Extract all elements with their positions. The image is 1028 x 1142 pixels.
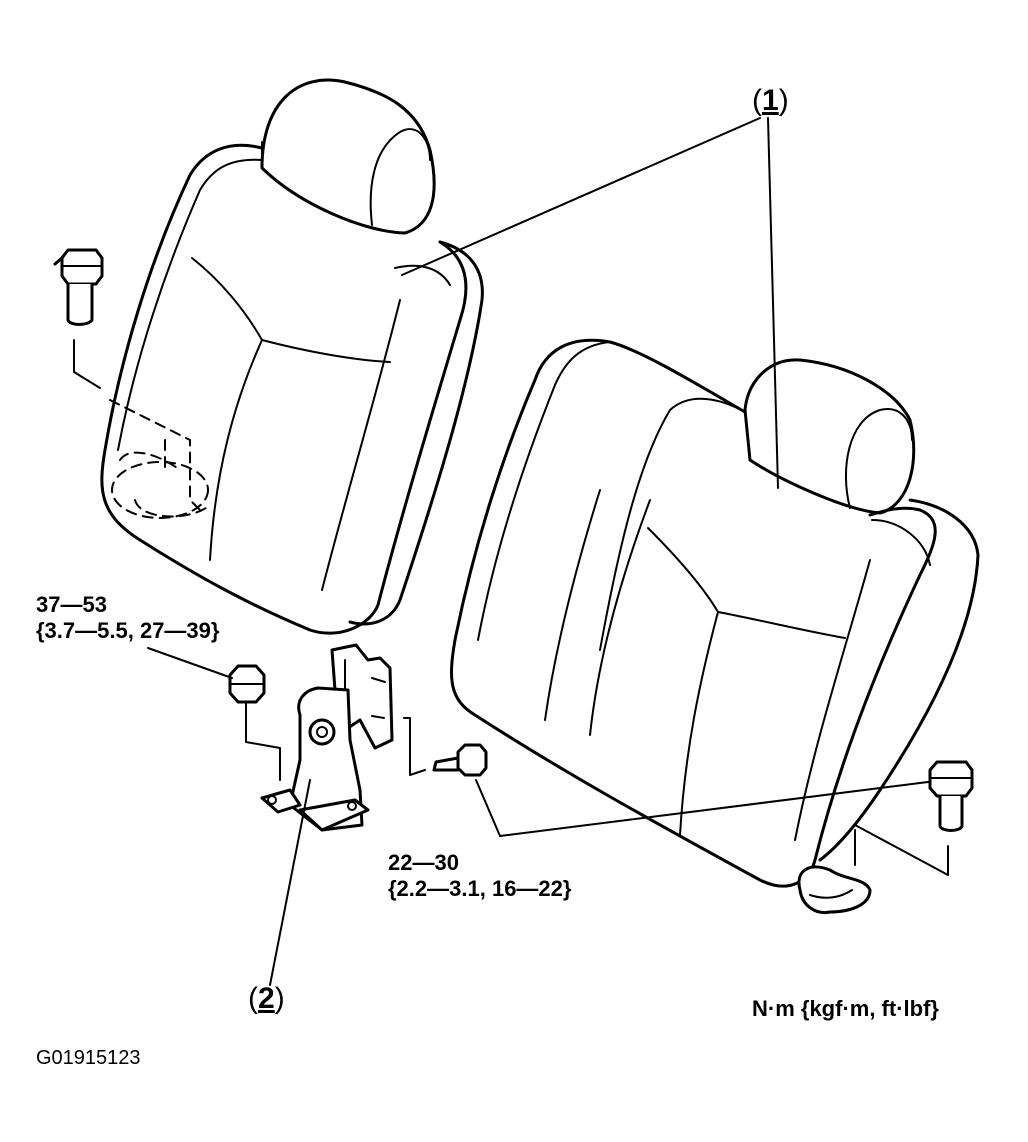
bracket-bolt — [403, 717, 488, 777]
torque-bracket-nut-alt: {3.7—5.5, 27—39} — [36, 618, 220, 643]
callout-bracket-number: 2 — [258, 982, 275, 1015]
leader-lines — [147, 117, 929, 986]
seat-bracket — [260, 643, 394, 832]
callout-bracket: (2) — [248, 982, 285, 1015]
callout-seatback: (1) — [752, 84, 789, 117]
left-back-outline — [100, 143, 468, 635]
torque-bracket-nut-nm: 37—53 — [36, 592, 107, 617]
torque-seat-bolt-nm: 22—30 — [388, 850, 459, 875]
figure-id: G01915123 — [36, 1047, 141, 1069]
left-upper-bolt — [53, 248, 104, 389]
left-seatback — [100, 78, 484, 635]
right-seatback — [450, 338, 980, 915]
torque-units: N·m {kgf·m, ft·lbf} — [752, 996, 939, 1021]
right-back-outline — [450, 338, 937, 888]
left-headrest — [260, 78, 436, 235]
torque-bracket-nut: 37—53 {3.7—5.5, 27—39} — [36, 592, 219, 644]
torque-seat-bolt-alt: {2.2—3.1, 16—22} — [388, 876, 572, 901]
callout-seatback-number: 1 — [762, 84, 779, 117]
right-headrest — [743, 358, 916, 515]
right-seat-bolt — [854, 760, 974, 876]
bracket-nut — [228, 664, 281, 781]
torque-seat-bolt: 22—30 {2.2—3.1, 16—22} — [388, 850, 571, 902]
